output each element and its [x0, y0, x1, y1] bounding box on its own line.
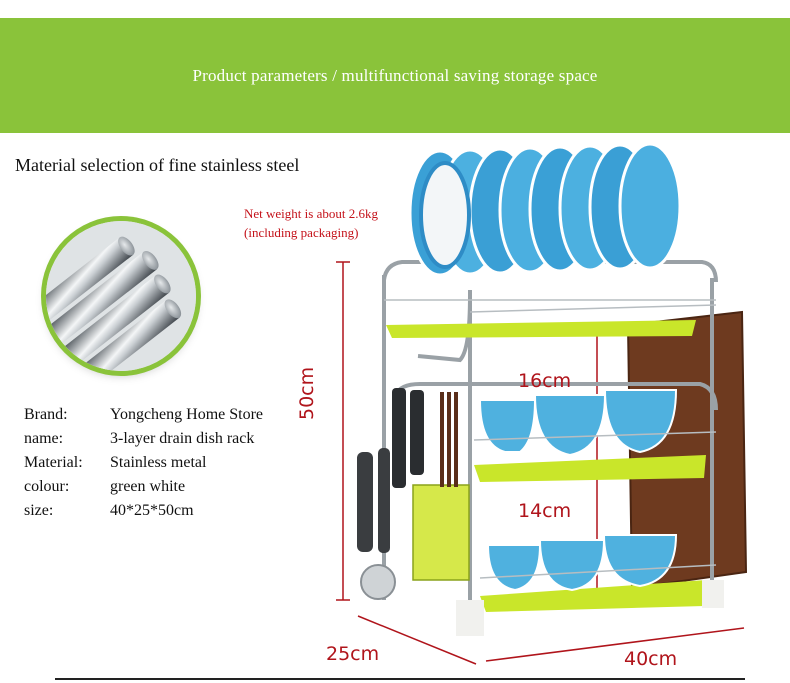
banner-title: Product parameters / multifunctional sav…: [192, 66, 598, 85]
width-dimension-label: 40cm: [624, 648, 678, 670]
spec-label: size:: [24, 502, 54, 519]
weight-line-1: Net weight is about 2.6kg: [244, 206, 378, 221]
spec-row-material: Material: Stainless metal: [24, 451, 263, 475]
spec-row-brand: Brand: Yongcheng Home Store: [24, 403, 263, 427]
spec-value: 3-layer drain dish rack: [110, 430, 255, 447]
spec-value: green white: [110, 478, 186, 495]
spec-value: 40*25*50cm: [110, 502, 194, 519]
header-banner: Product parameters / multifunctional sav…: [0, 18, 790, 133]
spec-label: colour:: [24, 478, 70, 495]
spec-label: Brand:: [24, 406, 68, 423]
spec-list: Brand: Yongcheng Home Store name: 3-laye…: [24, 403, 263, 523]
spec-row-size: size: 40*25*50cm: [24, 499, 263, 523]
spec-label: Material:: [24, 454, 83, 471]
material-subtitle: Material selection of fine stainless ste…: [15, 155, 300, 175]
depth-dimension-label: 25cm: [326, 643, 380, 665]
bottom-divider: [55, 678, 745, 680]
steel-rods-image: [46, 221, 196, 371]
lower-gap-label: 14cm: [518, 500, 572, 522]
upper-gap-label: 16cm: [518, 370, 572, 392]
spec-label: name:: [24, 430, 64, 447]
dish-rack-image: [336, 142, 748, 665]
spec-value: Yongcheng Home Store: [110, 406, 264, 423]
spec-value: Stainless metal: [110, 454, 207, 471]
height-dimension-label: 50cm: [296, 366, 318, 420]
weight-line-2: (including packaging): [244, 225, 359, 240]
spec-row-name: name: 3-layer drain dish rack: [24, 427, 263, 451]
spec-row-colour: colour: green white: [24, 475, 263, 499]
weight-note: Net weight is about 2.6kg (including pac…: [244, 204, 378, 242]
